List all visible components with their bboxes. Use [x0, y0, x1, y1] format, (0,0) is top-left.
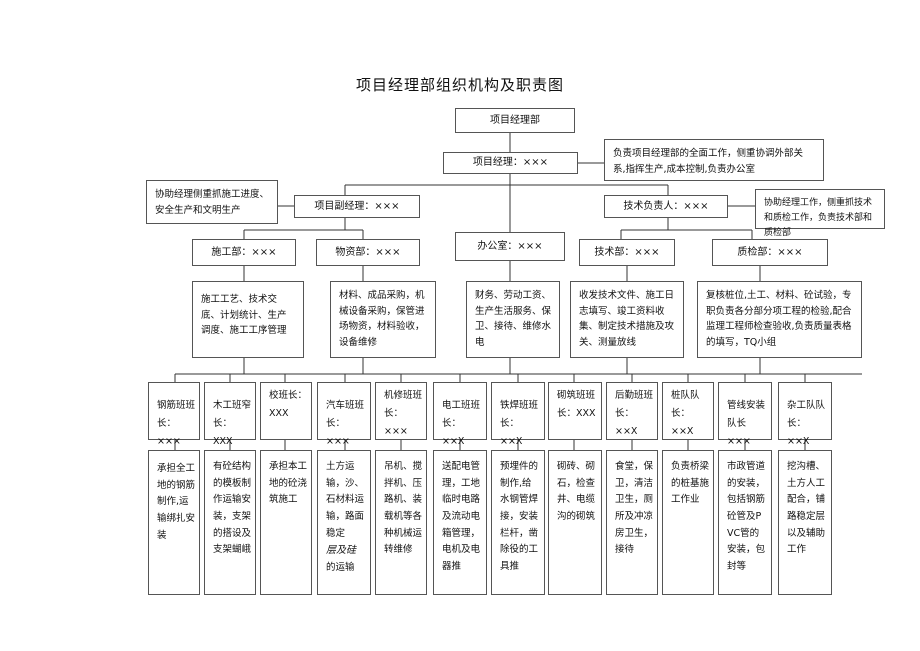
duty-electrical: 送配电管理，工地临时电路及流动电箱管理，电机及电器推: [433, 450, 487, 595]
team-welding: 铁焊班班长：××X: [491, 382, 545, 447]
duty-carpentry: 有砼结构的模板制作运输安装，支架的搭设及支架蝴峨: [204, 450, 256, 595]
tech-lead-desc: 协助经理工作，侧重抓技术和质检工作，负责技术部和质检部: [755, 189, 885, 238]
duty-piling: 负责桥梁的桩基施工作业: [662, 450, 714, 595]
dept-construction: 施工部：×××: [192, 239, 296, 266]
team-concrete: 校班长：XXX: [260, 382, 312, 440]
tech-lead-box: 技术负责人：×××: [604, 195, 728, 218]
dept-technical: 技术部：×××: [579, 239, 675, 266]
team-electrical: 电工班班长：××X: [433, 382, 487, 447]
deputy-manager-box: 项目副经理：×××: [294, 195, 420, 218]
dept-quality-desc: 复核桩位,土工、材料、砼试验，专职负责各分部分项工程的检验,配合监理工程师检查验…: [697, 281, 862, 358]
team-rebar: 钢筋班班长：×××: [148, 382, 200, 447]
dept-technical-desc: 收发技术文件、施工日志填写、竣工资料收集、制定技术措施及攻关、测量放线: [570, 281, 684, 358]
project-manager-desc: 负责项目经理部的全面工作，侧重协调外部关系,指挥生产,成本控制,负责办公室: [604, 139, 824, 181]
page-title: 项目经理部组织机构及职责图: [355, 76, 564, 94]
team-pipeline: 管线安装队长×××: [718, 382, 772, 447]
project-dept-box: 项目经理部: [455, 108, 575, 133]
duty-rebar: 承担全工地的钢筋制作,运输绑扎安装: [148, 450, 200, 595]
project-manager-box: 项目经理：×××: [443, 152, 578, 174]
dept-quality: 质检部：×××: [712, 239, 828, 266]
team-carpentry: 木工班窄长：XXX: [204, 382, 256, 447]
dept-materials: 物资部：×××: [316, 239, 420, 266]
duty-vehicle-extra: 层及硅: [326, 545, 356, 557]
team-logistics: 后勤班班长：××X: [606, 382, 658, 440]
team-vehicle: 汽车班班长：×××: [317, 382, 371, 447]
duty-vehicle-text: 土方运输，沙、石材料运输，路面稳定: [326, 461, 365, 539]
duty-vehicle: 土方运输，沙、石材料运输，路面稳定 层及硅 的运输: [317, 450, 371, 595]
deputy-manager-desc: 协助经理侧重抓施工进度、安全生产和文明生产: [146, 180, 278, 224]
duty-misc: 挖沟槽、土方人工配合，铺路稳定层以及辅助工作: [778, 450, 832, 595]
team-misc: 杂工队队长：××X: [778, 382, 832, 447]
duty-welding: 预埋件的制作,给水钢管焊接，安装栏杆，凿除役的工具推: [491, 450, 545, 595]
duty-machine-repair: 吊机、搅拌机、压路机、装载机等各种机械运转维修: [375, 450, 427, 595]
duty-concrete: 承担本工地的砼浇筑施工: [260, 450, 312, 595]
duty-masonry: 砌砖、砌石，检查井、电缆沟的砌筑: [548, 450, 602, 595]
dept-construction-desc: 施工工艺、技术交底、计划统计、生产调度、施工工序管理: [192, 281, 304, 358]
dept-materials-desc: 材料、成品采购，机械设备采购，保管进场物资，材料验收，设备维修: [330, 281, 436, 358]
team-piling: 桩队队长：××X: [662, 382, 714, 440]
duty-pipeline: 市政管道的安装，包括钢筋砼管及PVC管的安装，包封等: [718, 450, 772, 595]
duty-vehicle-tail: 的运输: [326, 561, 355, 573]
dept-office: 办公室：×××: [455, 232, 565, 261]
duty-logistics: 食堂，保卫，清洁卫生，厕所及冲凉房卫生，接待: [606, 450, 658, 595]
team-machine-repair: 机修班班长：×××: [375, 382, 427, 440]
team-masonry: 砌筑班班长：XXX: [548, 382, 602, 440]
dept-office-desc: 财务、劳动工资、生产生活服务、保卫、接待、维修水电: [466, 281, 560, 358]
